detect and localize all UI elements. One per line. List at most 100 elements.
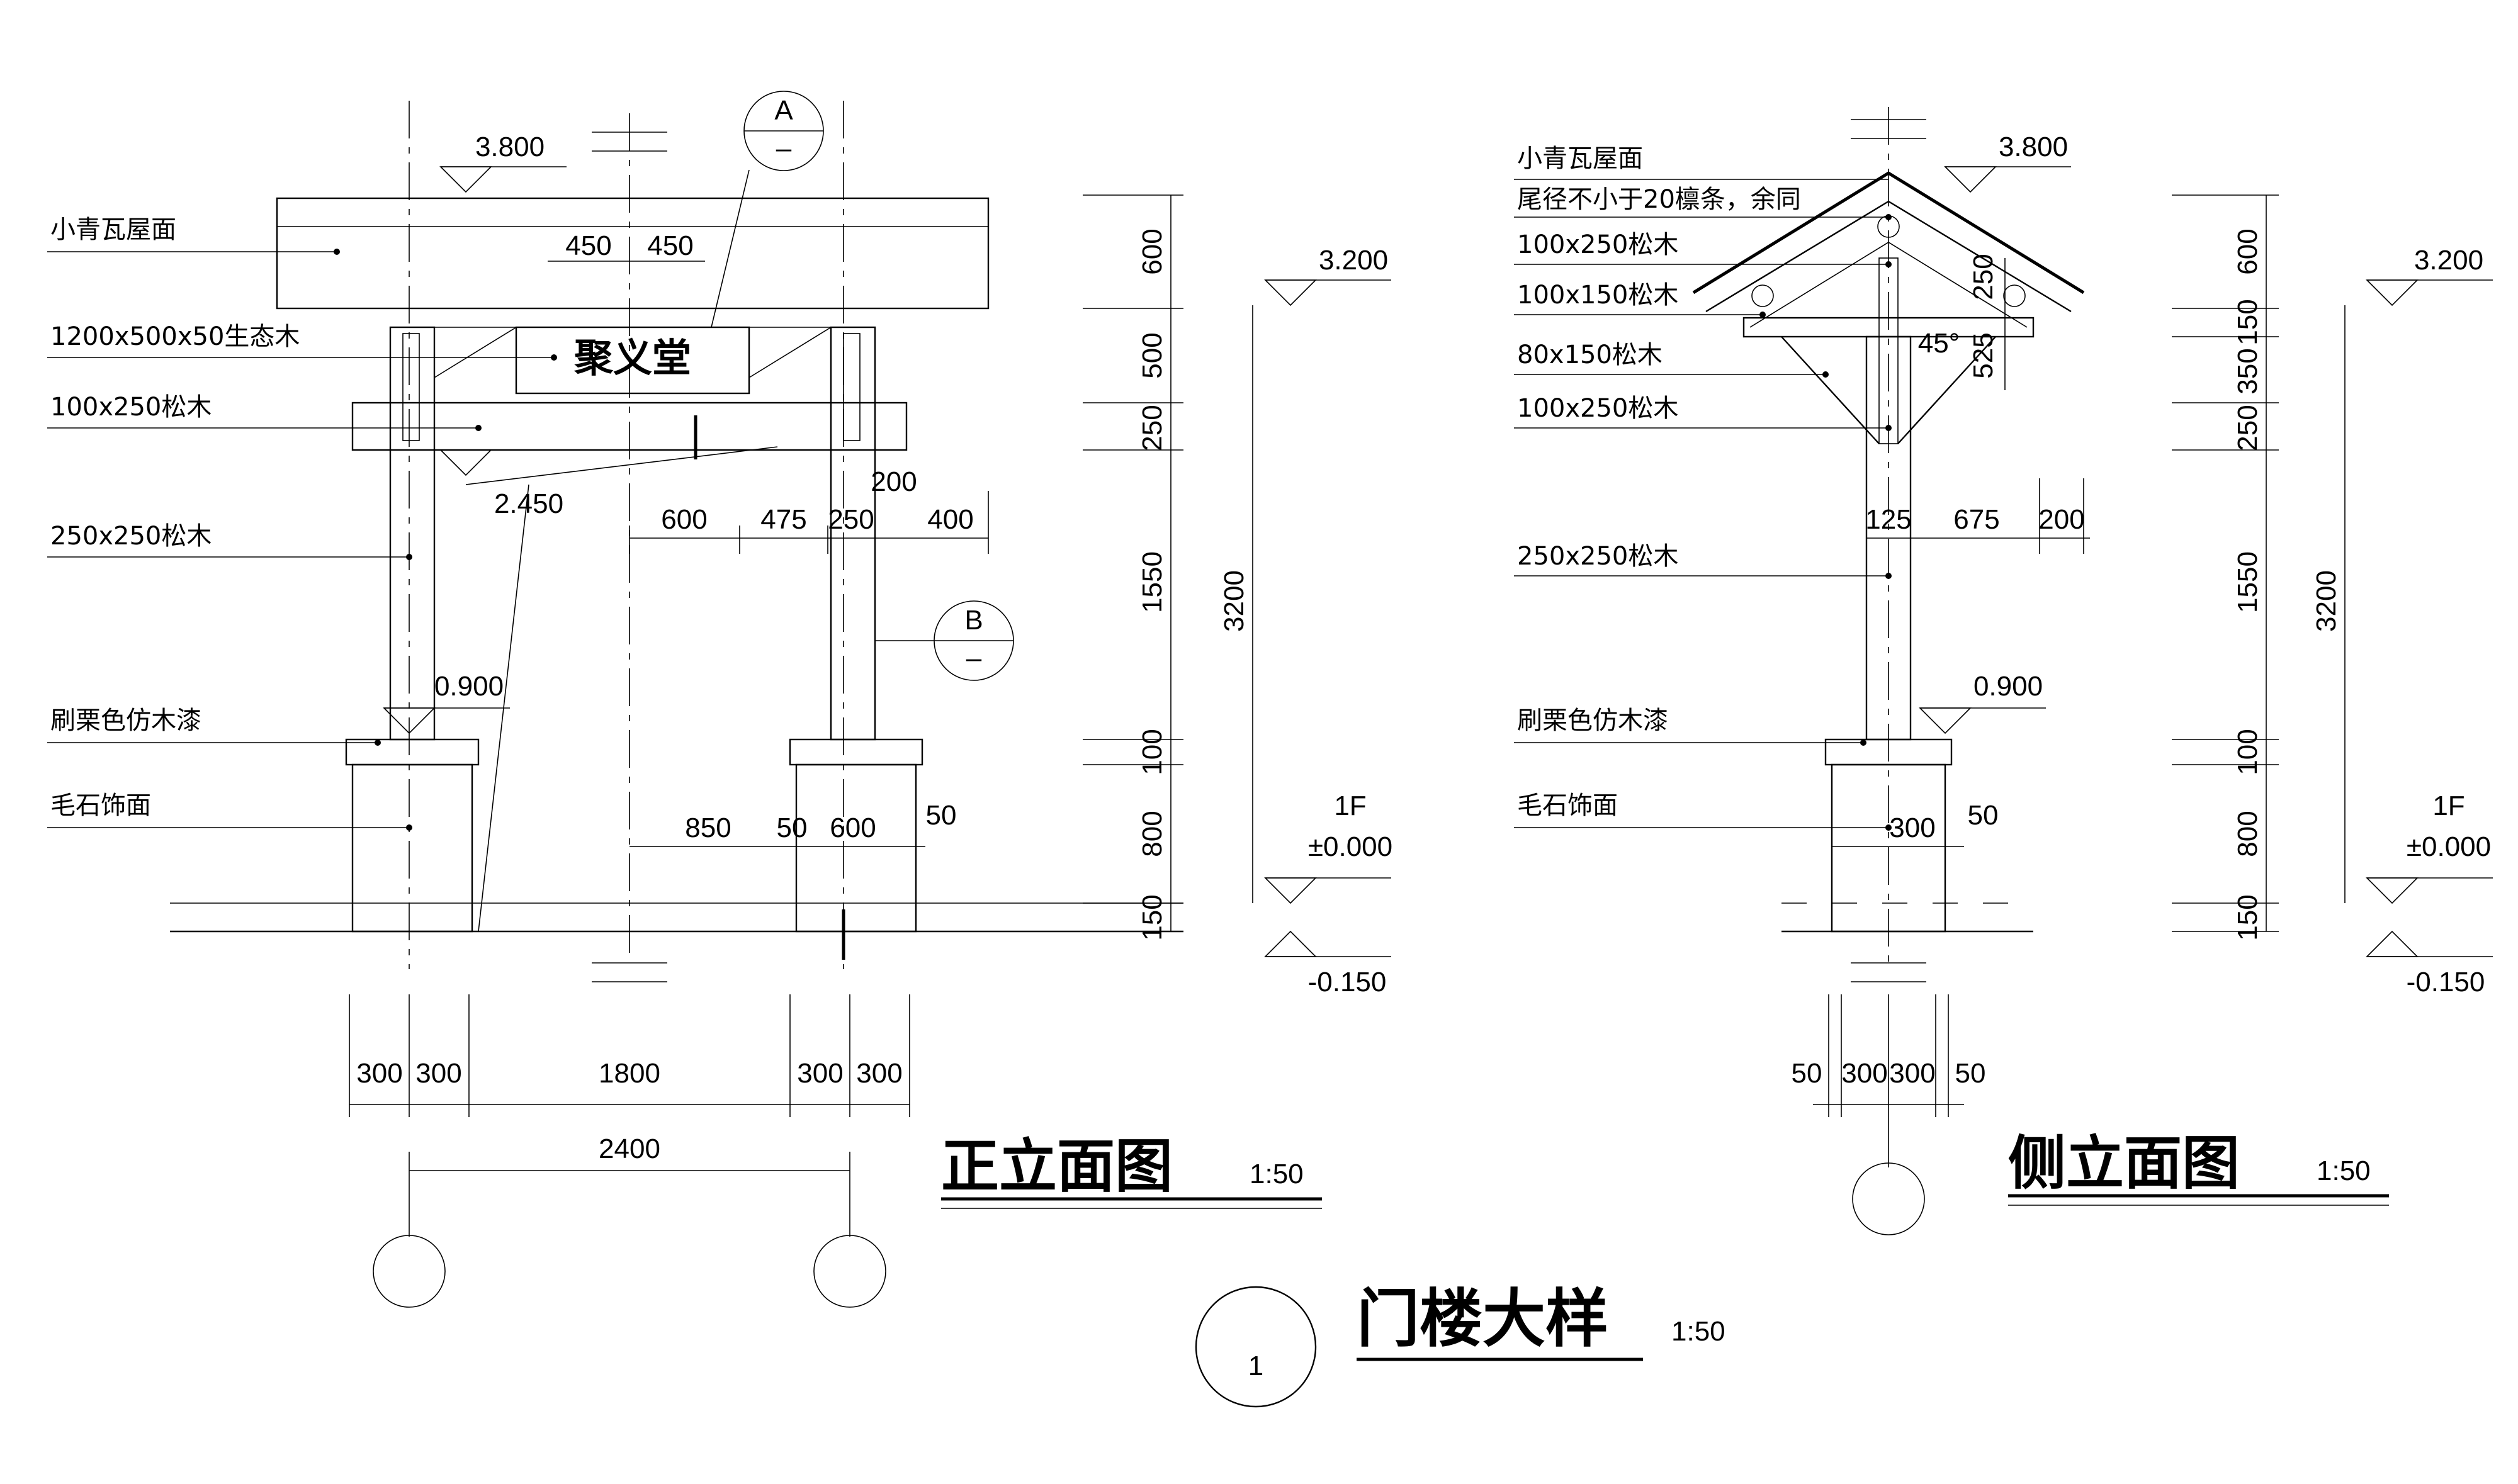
svg-text:100x150松木: 100x150松木 — [1517, 281, 1678, 310]
svg-text:3200: 3200 — [2311, 570, 2342, 632]
svg-text:300: 300 — [356, 1058, 402, 1089]
svg-text:50: 50 — [777, 812, 808, 843]
svg-text:±0.000: ±0.000 — [1308, 831, 1392, 862]
svg-text:125: 125 — [1865, 504, 1911, 535]
front-bottom-dims: 300 300 1800 300 300 2400 — [349, 994, 910, 1308]
front-span-dims: 600 475 250 400 200 — [629, 466, 989, 554]
side-mid-dims: 125 675 200 — [1865, 478, 2090, 554]
marker-b: B — [964, 605, 983, 636]
front-labels: 小青瓦屋面 1200x500x50生态木 100x250松木 250x250松木… — [47, 215, 557, 831]
svg-text:50: 50 — [926, 800, 957, 831]
side-levels: 3.800 3.200 0.900 1F ±0.000 -0.150 — [1919, 132, 2493, 998]
svg-text:200: 200 — [2038, 504, 2084, 535]
side-labels: 小青瓦屋面 尾径不小于20檩条，余同 100x250松木 100x150松木 8… — [1514, 144, 1892, 831]
svg-text:600: 600 — [661, 504, 707, 535]
side-base-dims: 300 50 — [1832, 800, 1999, 847]
svg-text:45°: 45° — [1918, 328, 1960, 359]
svg-text:1200x500x50生态木: 1200x500x50生态木 — [50, 322, 300, 351]
side-roof — [1692, 171, 2085, 295]
front-base-dims: 850 50 600 50 — [630, 800, 957, 847]
svg-text:2400: 2400 — [599, 1133, 660, 1164]
svg-text:1550: 1550 — [1137, 551, 1168, 613]
side-bottom-dims: 50 300 300 50 — [1792, 994, 1986, 1235]
detail-number: 1 — [1248, 1351, 1263, 1381]
svg-text:毛石饰面: 毛石饰面 — [50, 791, 151, 820]
svg-text:250: 250 — [2232, 405, 2263, 451]
svg-text:300: 300 — [797, 1058, 843, 1089]
svg-text:200: 200 — [871, 466, 917, 497]
svg-text:450: 450 — [565, 230, 611, 261]
right-stone-base — [795, 763, 917, 933]
front-beam — [351, 402, 908, 451]
svg-text:0.900: 0.900 — [1973, 671, 2043, 702]
svg-text:1F: 1F — [2432, 790, 2464, 821]
svg-text:±0.000: ±0.000 — [2407, 831, 2491, 862]
svg-text:刷栗色仿木漆: 刷栗色仿木漆 — [1517, 706, 1668, 735]
svg-text:3.800: 3.800 — [1999, 132, 2068, 162]
svg-text:100x250松木: 100x250松木 — [1517, 230, 1678, 259]
svg-text:3.200: 3.200 — [2414, 245, 2483, 276]
svg-text:250x250松木: 250x250松木 — [50, 522, 212, 551]
svg-text:300: 300 — [1889, 812, 1935, 843]
marker-a: A — [774, 95, 793, 126]
svg-text:-0.150: -0.150 — [2407, 967, 2485, 998]
svg-text:250: 250 — [1137, 405, 1168, 451]
svg-text:尾径不小于20檩条，余同: 尾径不小于20檩条，余同 — [1517, 185, 1801, 214]
svg-text:600: 600 — [1137, 228, 1168, 274]
svg-text:1550: 1550 — [2232, 551, 2263, 613]
left-post — [389, 326, 436, 741]
svg-text:300: 300 — [1841, 1058, 1887, 1089]
detail-number-circle — [1195, 1286, 1317, 1408]
svg-text:100x250松木: 100x250松木 — [1517, 394, 1678, 423]
svg-text:150: 150 — [1137, 894, 1168, 940]
svg-text:100: 100 — [1137, 729, 1168, 775]
svg-text:小青瓦屋面: 小青瓦屋面 — [50, 215, 176, 244]
svg-text:3200: 3200 — [1219, 570, 1250, 632]
main-title: 1 门楼大样 1:50 — [1195, 1282, 1725, 1408]
svg-text:300: 300 — [1889, 1058, 1935, 1089]
svg-text:2.450: 2.450 — [494, 488, 563, 519]
svg-text:500: 500 — [1137, 332, 1168, 378]
svg-text:850: 850 — [685, 812, 731, 843]
svg-text:0.900: 0.900 — [434, 671, 504, 702]
sign-text: 聚义堂 — [573, 335, 691, 381]
svg-text:150: 150 — [2232, 299, 2263, 345]
front-title: 正立面图 1:50 — [941, 1133, 1322, 1209]
side-vertical-dims: 600 150 350 250 1550 100 800 150 3200 — [2172, 194, 2346, 941]
svg-text:250x250松木: 250x250松木 — [1517, 542, 1678, 571]
front-title-text: 正立面图 — [941, 1133, 1173, 1200]
svg-text:150: 150 — [2232, 894, 2263, 940]
svg-text:600: 600 — [830, 812, 876, 843]
side-inner-dims: 250 45° 525 — [1918, 254, 2006, 390]
svg-text:300: 300 — [856, 1058, 902, 1089]
svg-text:50: 50 — [1792, 1058, 1822, 1089]
svg-text:50: 50 — [1955, 1058, 1986, 1089]
svg-text:3.200: 3.200 — [1319, 245, 1388, 276]
front-vertical-dims: 600 500 250 1550 100 800 150 3200 — [1083, 194, 1253, 941]
svg-text:小青瓦屋面: 小青瓦屋面 — [1517, 144, 1643, 173]
svg-text:250: 250 — [828, 504, 874, 535]
tile-roof — [276, 197, 990, 310]
svg-text:-0.150: -0.150 — [1308, 967, 1387, 998]
svg-text:800: 800 — [1137, 811, 1168, 857]
front-roof-dims: 450 450 — [548, 230, 705, 262]
svg-text:刷栗色仿木漆: 刷栗色仿木漆 — [50, 706, 201, 735]
svg-text:675: 675 — [1953, 504, 1999, 535]
svg-text:1:50: 1:50 — [1671, 1316, 1725, 1347]
left-stone-base — [351, 763, 473, 933]
svg-text:600: 600 — [2232, 228, 2263, 274]
svg-text:300: 300 — [415, 1058, 461, 1089]
front-elevation: 聚义堂 A – B – — [47, 91, 1392, 1308]
svg-text:1F: 1F — [1334, 790, 1366, 821]
svg-text:800: 800 — [2232, 811, 2263, 857]
svg-text:400: 400 — [927, 504, 973, 535]
front-levels: 3.800 3.200 2.450 0.900 1F ±0.000 -0.150 — [383, 132, 1392, 998]
svg-text:250: 250 — [1968, 254, 1999, 300]
svg-text:毛石饰面: 毛石饰面 — [1517, 791, 1618, 820]
svg-text:50: 50 — [1968, 800, 1999, 831]
svg-text:100x250松木: 100x250松木 — [50, 393, 212, 422]
svg-text:450: 450 — [647, 230, 693, 261]
side-title: 侧立面图 1:50 — [2008, 1130, 2389, 1206]
side-elevation: 小青瓦屋面 尾径不小于20檩条，余同 100x250松木 100x150松木 8… — [1514, 107, 2493, 1235]
